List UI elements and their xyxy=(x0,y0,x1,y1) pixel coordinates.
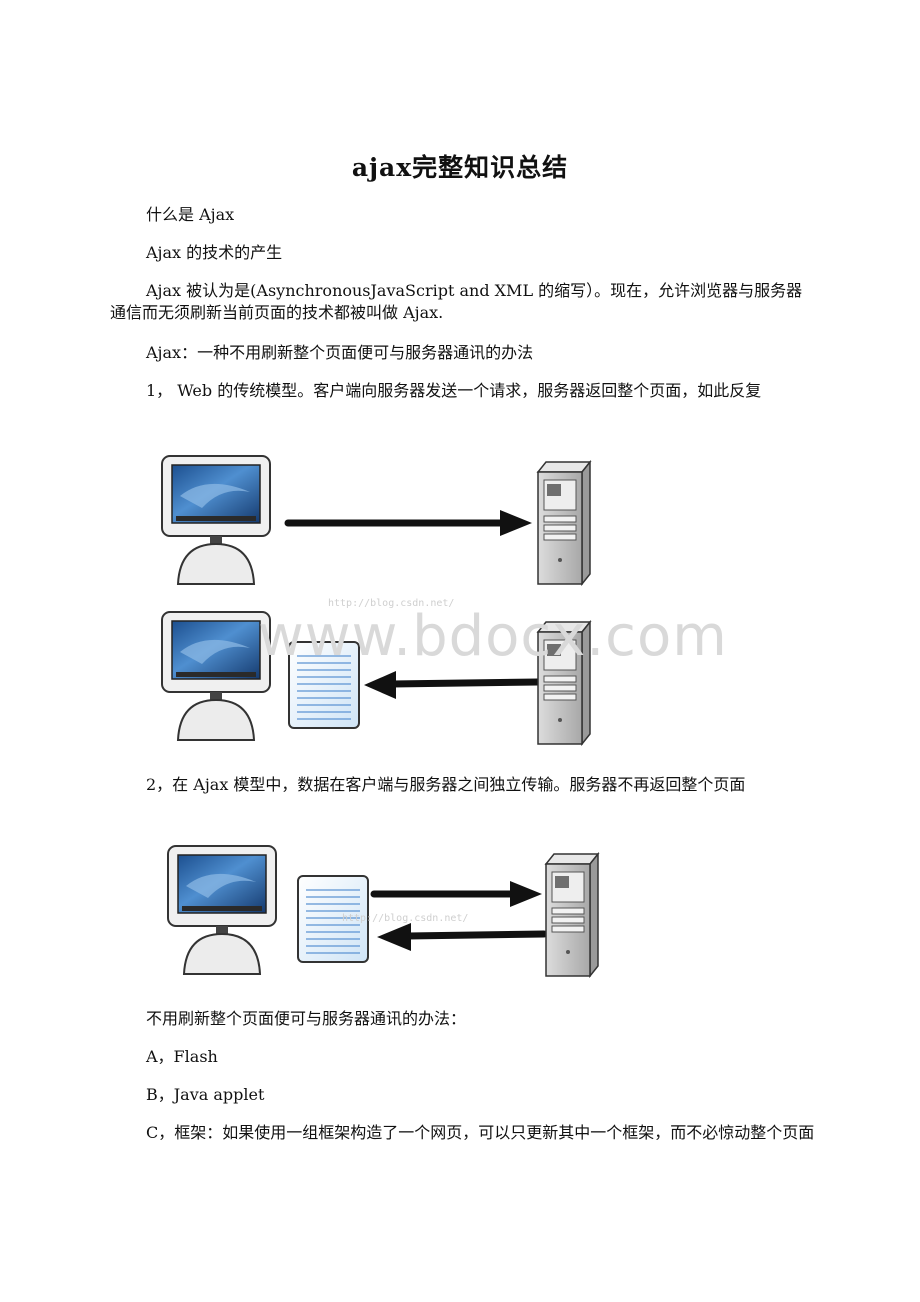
paragraph-ajax-definition: Ajax 被认为是(AsynchronousJavaScript and XML… xyxy=(110,281,803,322)
figure-traditional-model xyxy=(161,455,591,745)
arrow-left xyxy=(388,678,542,688)
computer-icon xyxy=(167,845,277,975)
paragraph-ajax-summary: Ajax：一种不用刷新整个页面便可与服务器通讯的办法 xyxy=(146,343,534,362)
paragraph-ajax-origin: Ajax 的技术的产生 xyxy=(146,243,283,262)
watermark-site: www.bdocx.com xyxy=(258,604,728,669)
paragraph-method-frames: C，框架：如果使用一组框架构造了一个网页，可以只更新其中一个框架，而不必惊动整个… xyxy=(146,1123,815,1142)
watermark-blog-url: http://blog.csdn.net/ xyxy=(328,598,455,609)
paragraph-what-is-ajax: 什么是 Ajax xyxy=(146,205,235,224)
server-icon xyxy=(545,853,599,977)
paragraph-ajax-model: 2，在 Ajax 模型中，数据在客户端与服务器之间独立传输。服务器不再返回整个页… xyxy=(146,775,746,794)
paragraph-traditional-model: 1， Web 的传统模型。客户端向服务器发送一个请求，服务器返回整个页面，如此反… xyxy=(146,381,762,400)
document-title: ajax完整知识总结 xyxy=(351,153,569,182)
paragraph-method-flash: A，Flash xyxy=(146,1047,218,1066)
paragraph-method-java-applet: B，Java applet xyxy=(146,1085,265,1104)
paragraph-no-refresh-methods: 不用刷新整个页面便可与服务器通讯的办法： xyxy=(146,1009,467,1028)
watermark-blog-url: http://blog.csdn.net/ xyxy=(342,913,469,924)
figure-ajax-model xyxy=(167,845,599,977)
arrow-left xyxy=(404,930,548,940)
